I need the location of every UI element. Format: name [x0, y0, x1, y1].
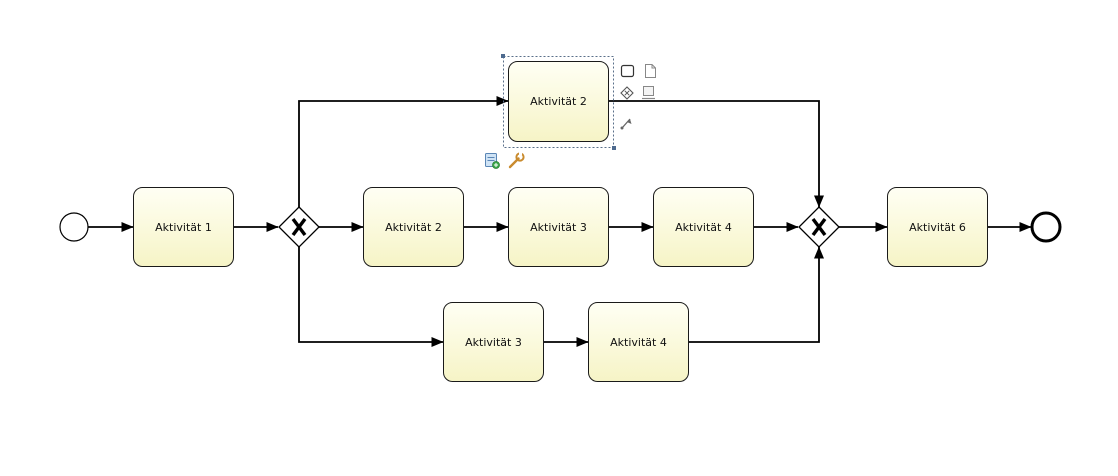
resize-handle-bottom-right[interactable]: [612, 146, 616, 150]
task-label: Aktivität 2: [530, 95, 587, 108]
gateway-x-marker: [291, 217, 307, 237]
gateway-icon[interactable]: [620, 86, 634, 100]
task-label: Aktivität 6: [909, 221, 966, 234]
task-label: Aktivität 3: [530, 221, 587, 234]
task-activity-4-bottom[interactable]: Aktivität 4: [588, 302, 689, 382]
context-pad: [485, 64, 656, 169]
task-label: Aktivität 1: [155, 221, 212, 234]
task-activity-2-top[interactable]: Aktivität 2: [508, 61, 609, 142]
flow-split-to-top-activity-2[interactable]: [298, 96, 509, 207]
flow-bottom-activity-4-to-join[interactable]: [689, 246, 824, 343]
split-gateway[interactable]: [278, 206, 320, 248]
gateway-x-marker: [811, 217, 827, 237]
resize-handle-top-left[interactable]: [501, 54, 505, 58]
data-object-icon[interactable]: [642, 86, 655, 100]
end-event[interactable]: [1030, 211, 1062, 243]
selection-outline: [501, 54, 616, 150]
task-label: Aktivität 4: [610, 336, 667, 349]
task-icon[interactable]: [620, 64, 635, 78]
flow-top-activity-2-to-join[interactable]: [609, 100, 824, 208]
task-activity-4-middle[interactable]: Aktivität 4: [653, 187, 754, 267]
flow-split-to-bottom-activity-3[interactable]: [298, 247, 444, 347]
task-activity-3-bottom[interactable]: Aktivität 3: [443, 302, 544, 382]
task-activity-3-middle[interactable]: Aktivität 3: [508, 187, 609, 267]
sequence-flows: [88, 96, 1032, 347]
text-annotation-icon[interactable]: [645, 64, 656, 78]
join-gateway[interactable]: [798, 206, 840, 248]
wrench-icon[interactable]: [508, 152, 525, 169]
task-activity-2-middle[interactable]: Aktivität 2: [363, 187, 464, 267]
task-label: Aktivität 4: [675, 221, 732, 234]
task-label: Aktivität 3: [465, 336, 522, 349]
task-label: Aktivität 2: [385, 221, 442, 234]
comment-add-icon[interactable]: [485, 153, 500, 169]
start-event[interactable]: [59, 212, 89, 242]
task-activity-1[interactable]: Aktivität 1: [133, 187, 234, 267]
connect-icon[interactable]: [620, 118, 632, 130]
task-activity-6[interactable]: Aktivität 6: [887, 187, 988, 267]
